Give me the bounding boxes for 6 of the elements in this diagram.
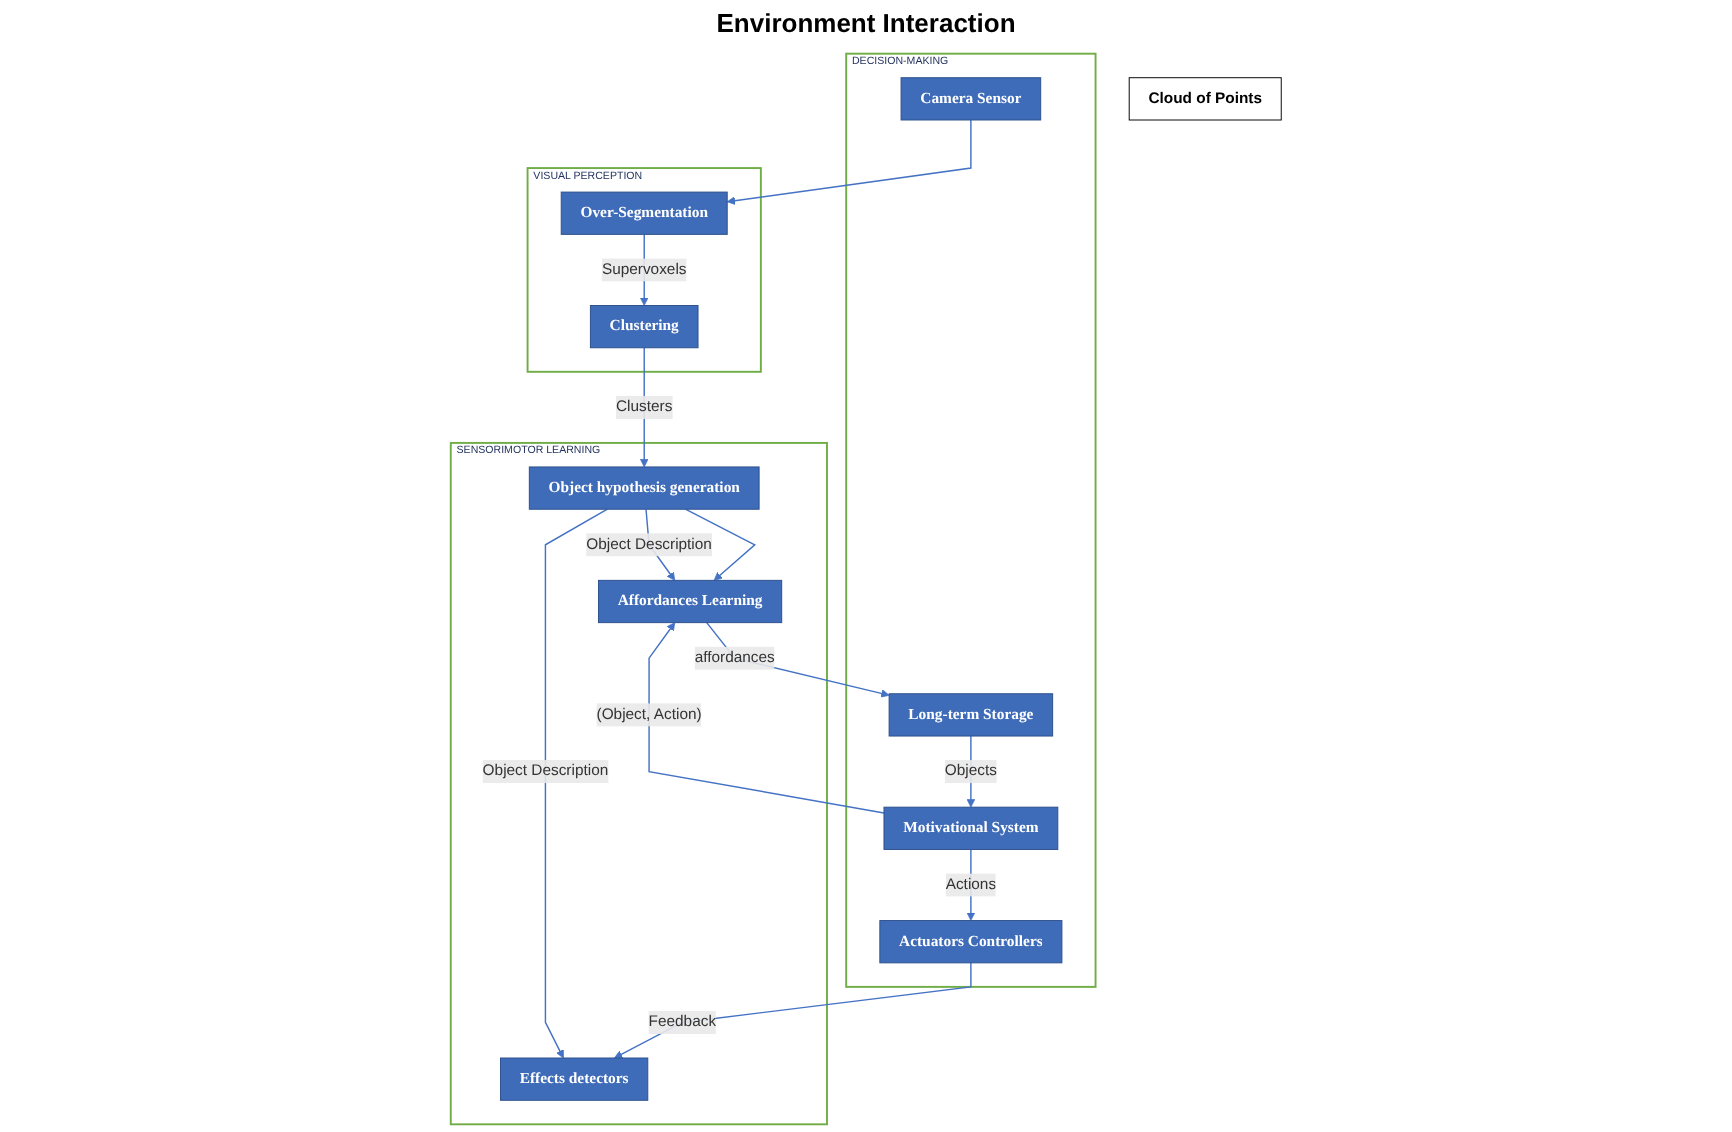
note-text: Environment Interaction xyxy=(716,8,1016,38)
arrow xyxy=(614,962,972,1059)
arrow xyxy=(726,119,972,205)
arrow xyxy=(684,508,757,581)
arrow xyxy=(544,508,609,1059)
arrow xyxy=(648,622,885,814)
